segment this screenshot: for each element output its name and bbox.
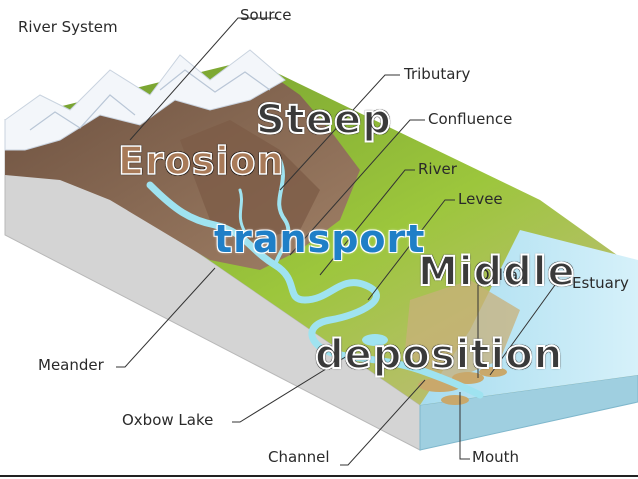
leader-river	[319, 169, 415, 276]
leader-tributary	[279, 74, 400, 191]
label-confluence: Confluence	[428, 110, 513, 128]
leader-oxbow	[232, 347, 361, 423]
oxbow-lake	[362, 334, 388, 346]
leader-estuary	[489, 284, 568, 376]
label-estuary: Estuary	[572, 274, 629, 292]
leader-channel	[340, 379, 426, 466]
label-levee: Levee	[458, 190, 503, 208]
leader-levee	[367, 199, 455, 301]
label-river: River	[418, 160, 457, 178]
overlay-transport: transport	[214, 217, 426, 261]
overlay-deposition: deposition	[314, 332, 564, 378]
landscape-block	[4, 49, 638, 451]
leader-confluence	[289, 119, 425, 256]
overlay-steep: Steep	[255, 97, 392, 143]
river-channel	[146, 181, 484, 399]
tributary-stream	[273, 158, 291, 267]
delta-island	[479, 367, 507, 377]
mountain-ridge	[180, 120, 320, 240]
label-delta: Delta	[478, 266, 519, 284]
overlay-middle: Middle	[417, 249, 576, 295]
leader-source	[129, 17, 278, 141]
snow-texture	[159, 69, 271, 93]
leader-meander	[116, 267, 216, 368]
overlay-erosion: Erosion	[117, 139, 285, 183]
snow-texture	[29, 94, 136, 131]
label-source: Source	[240, 6, 292, 24]
label-tributary: Tributary	[404, 65, 471, 83]
leader-mouth	[459, 392, 470, 460]
delta-island	[441, 395, 469, 405]
delta-island	[452, 372, 484, 384]
tributary-stream	[238, 188, 247, 234]
leader-lines	[116, 17, 568, 466]
label-mouth: Mouth	[472, 448, 520, 466]
label-channel: Channel	[268, 448, 330, 466]
label-oxbow-lake: Oxbow Lake	[122, 411, 214, 429]
delta-sand	[405, 280, 520, 385]
label-meander: Meander	[38, 356, 104, 374]
diagram-title: River System	[18, 18, 118, 36]
